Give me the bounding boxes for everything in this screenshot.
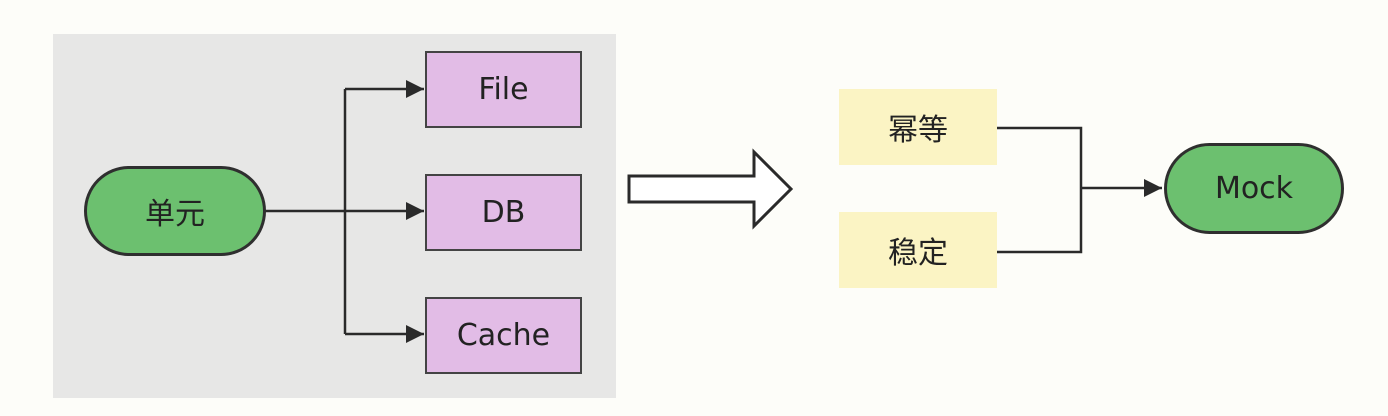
idempotent-note: 幂等 — [839, 89, 997, 165]
mock-label: Mock — [1214, 171, 1294, 206]
transform-arrow-icon — [627, 148, 794, 230]
file-label: File — [478, 72, 529, 107]
unit-node: 单元 — [84, 166, 266, 256]
dependency-cache-node: Cache — [425, 297, 582, 374]
unit-label: 单元 — [145, 197, 205, 232]
cache-label: Cache — [456, 318, 551, 353]
stable-note: 稳定 — [839, 212, 997, 288]
db-label: DB — [481, 195, 526, 230]
dependency-db-node: DB — [425, 174, 582, 251]
line-from-idempotent — [997, 126, 1083, 254]
dependency-file-node: File — [425, 51, 582, 128]
stable-label: 稳定 — [888, 236, 948, 271]
idempotent-label: 幂等 — [888, 113, 948, 148]
mock-node: Mock — [1164, 143, 1344, 234]
